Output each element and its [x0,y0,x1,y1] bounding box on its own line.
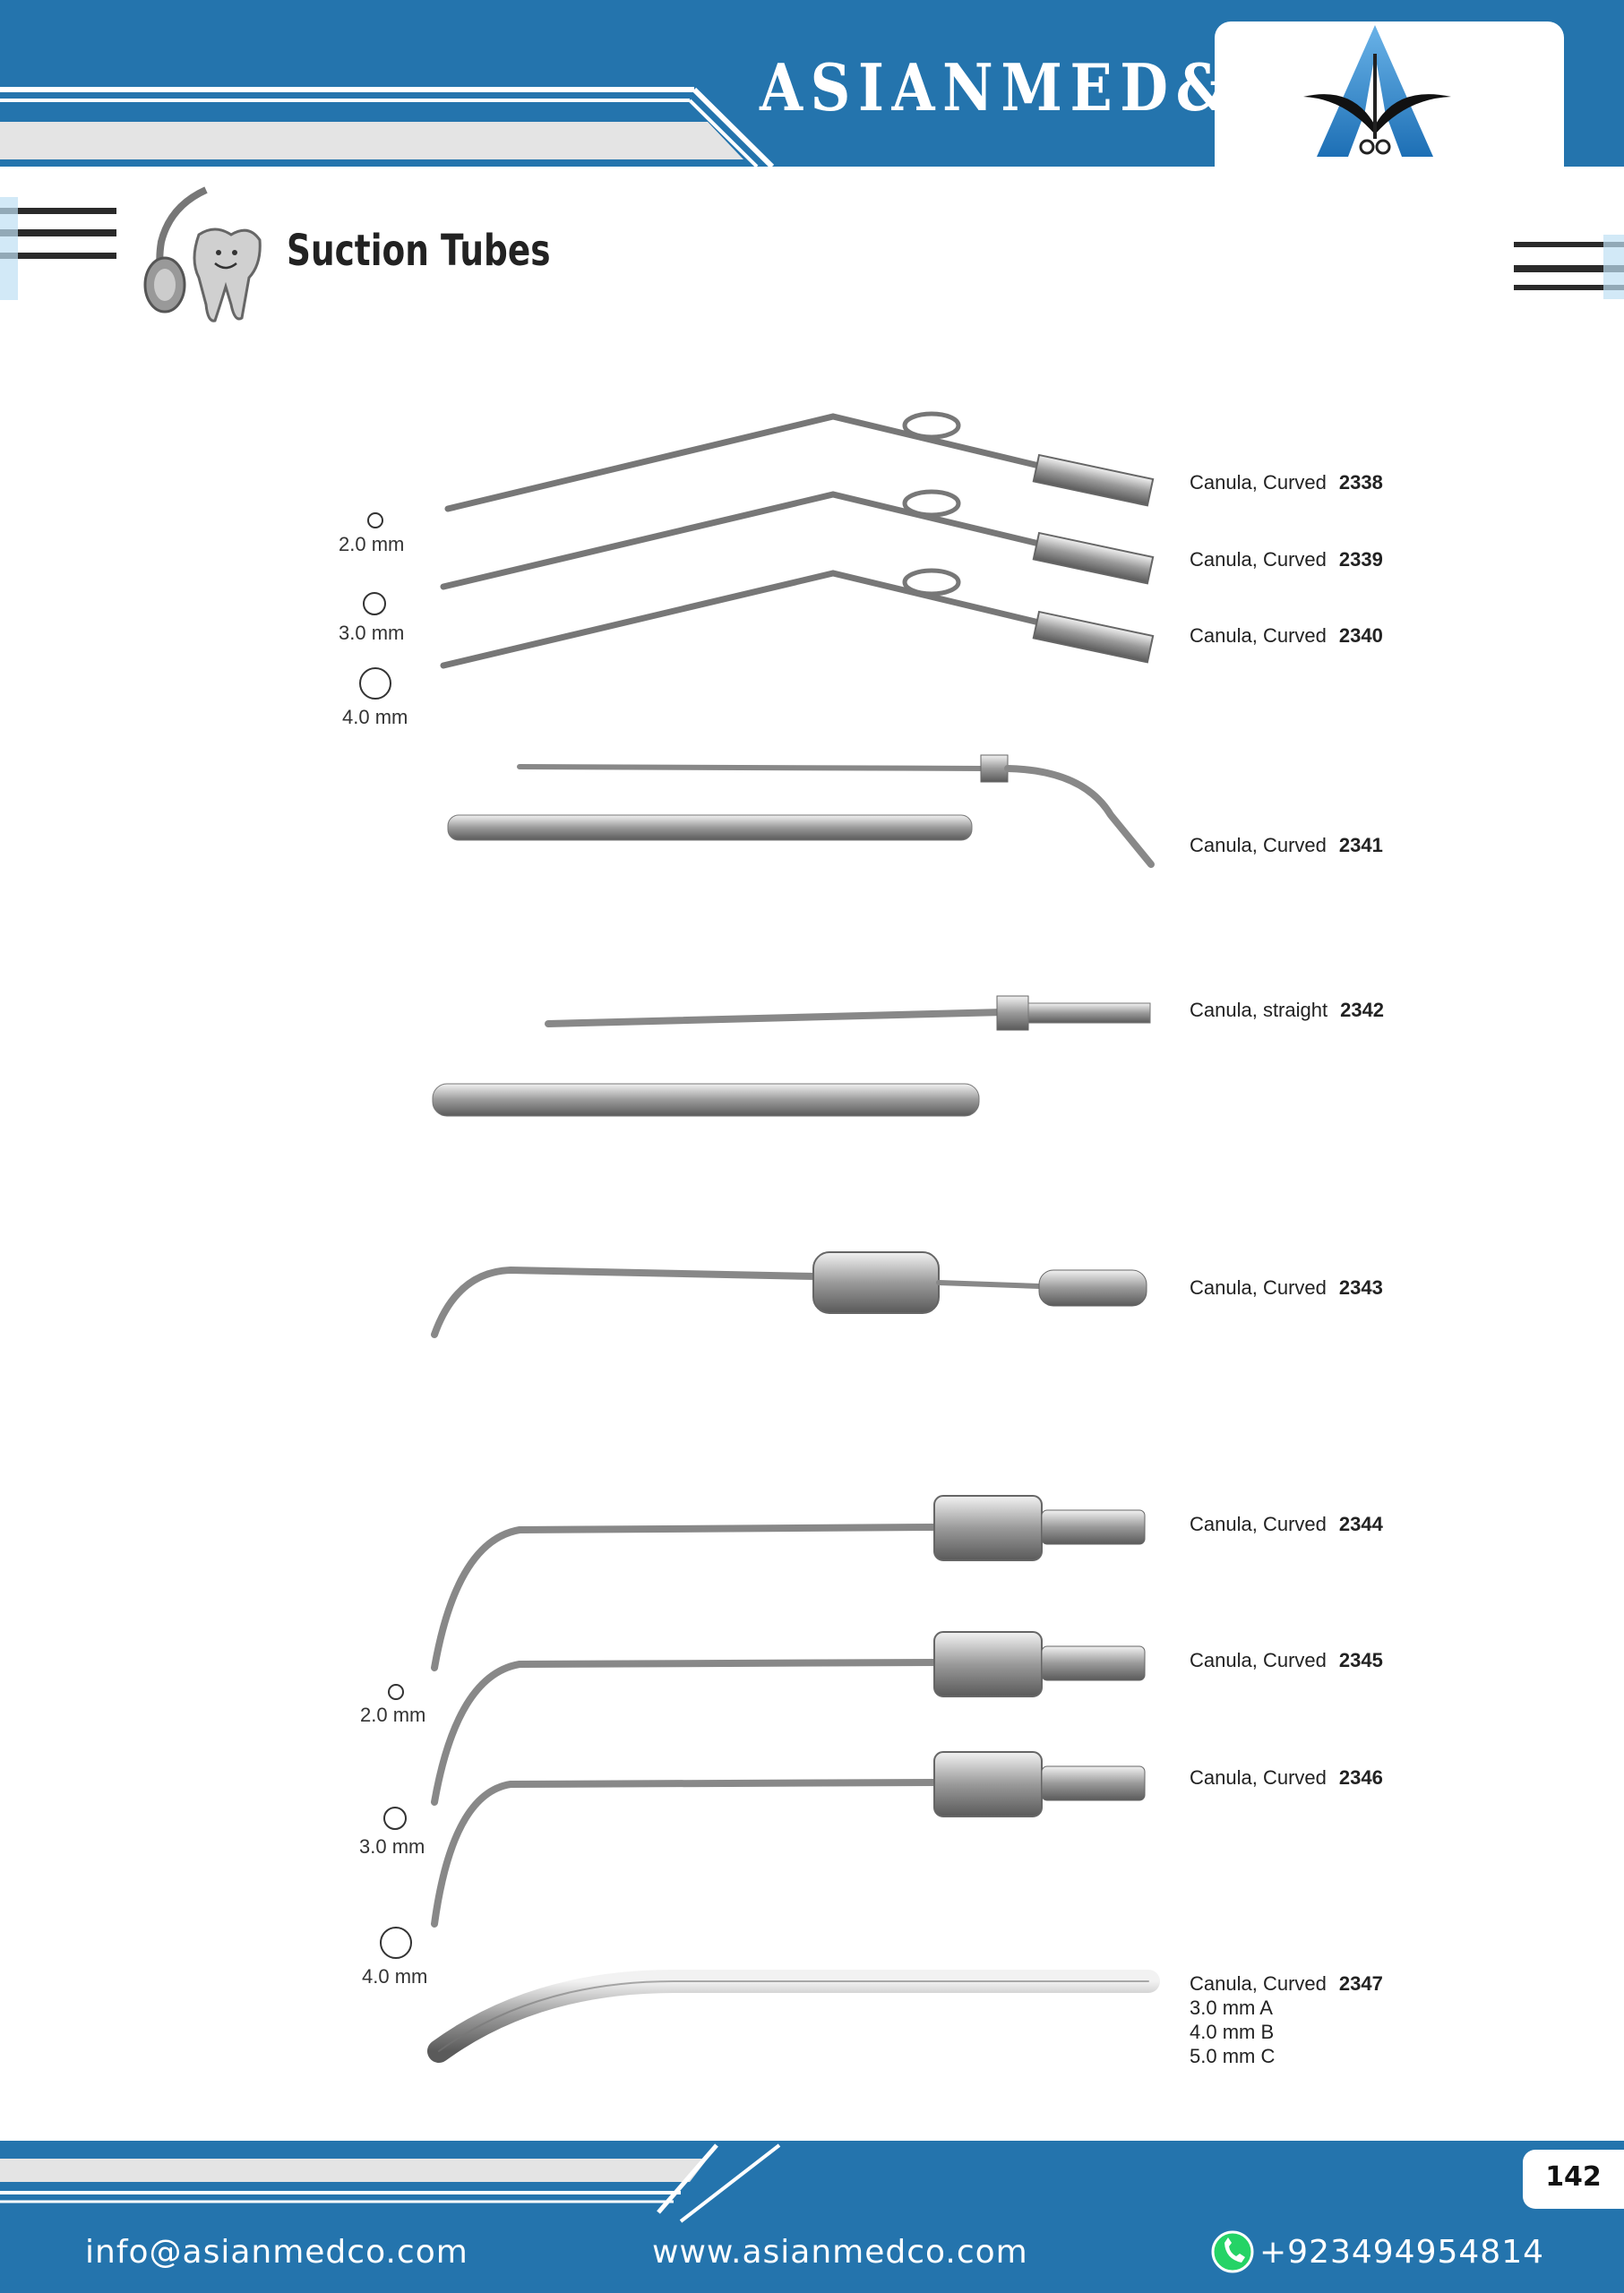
variant-label: 5.0 mm C [1190,2045,1276,2067]
canula-2342-image [432,995,1151,1117]
size-label: 4.0 mm [362,1965,428,1988]
canula-2345-image [431,1631,1146,1806]
footer-website[interactable]: www.asianmedco.com [652,2234,1028,2271]
size-label: 4.0 mm [342,706,408,728]
scissors-logo-icon [1303,25,1451,157]
page-number-box [1523,2150,1624,2209]
canula-2338-image [444,411,1155,512]
size-label: 2.0 mm [339,533,405,555]
canula-2347-image [427,1969,1160,2063]
page-title: Suction Tubes [287,226,551,276]
size-ring-2mm [367,512,383,528]
size-label: 2.0 mm [360,1704,426,1726]
section-decor [0,197,1624,300]
size-ring-4mm [359,667,391,700]
canula-2343-image [431,1251,1147,1338]
size-ring-4mm [380,1927,412,1959]
header-stripes [0,86,779,167]
tooth-mirror-icon [143,186,262,322]
canula-2346-image [431,1751,1146,1928]
canula-2340-image [440,568,1155,669]
size-ring-3mm [363,592,386,615]
canula-2339-image [440,489,1155,590]
size-label: 3.0 mm [359,1835,425,1858]
page-number: 142 [1545,2161,1602,2193]
variant-label: 4.0 mm B [1190,2021,1275,2043]
footer-email[interactable]: info@asianmedco.com [85,2234,468,2271]
size-ring-3mm [383,1807,407,1830]
size-label: 3.0 mm [339,622,405,644]
footer-phone[interactable]: +923494954814 [1259,2234,1545,2271]
canula-2341-image [447,754,1155,868]
size-ring-2mm [388,1684,404,1700]
canula-2344-image [431,1495,1146,1671]
variant-label: 3.0 mm A [1190,1997,1273,2019]
instrument-illustrations [427,411,1160,2063]
